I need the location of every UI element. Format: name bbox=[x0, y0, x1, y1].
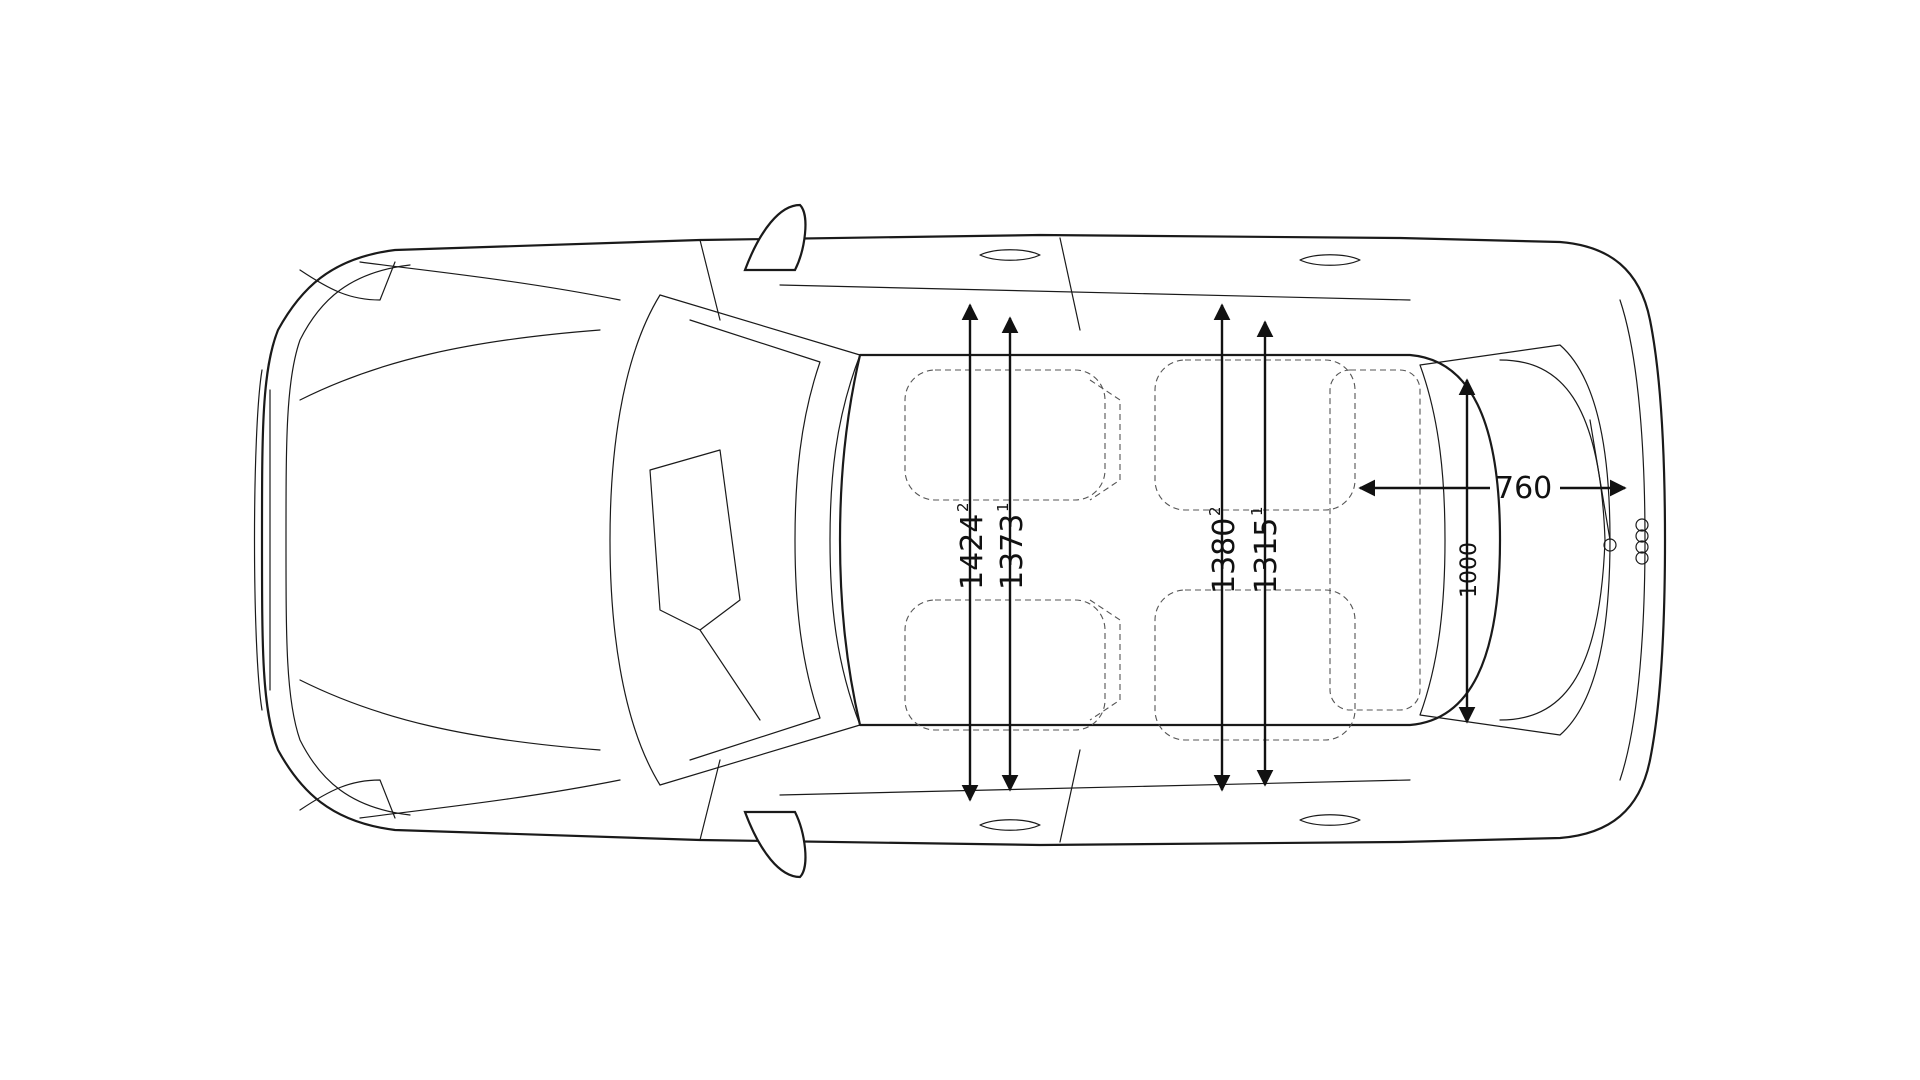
svg-text:1373: 1373 bbox=[995, 514, 1030, 590]
svg-text:2: 2 bbox=[1206, 506, 1224, 516]
svg-text:760: 760 bbox=[1495, 471, 1552, 506]
dimension-760-label: 760 bbox=[1495, 471, 1552, 506]
svg-text:1380: 1380 bbox=[1207, 518, 1242, 594]
right-mirror-bottom bbox=[743, 810, 807, 879]
dimension-1000-label: 1000 bbox=[1457, 542, 1482, 598]
svg-text:1424: 1424 bbox=[955, 514, 990, 590]
car-body bbox=[253, 233, 1667, 847]
svg-text:1: 1 bbox=[1248, 506, 1266, 516]
dimension-1424-label: 1424 2 bbox=[954, 502, 990, 590]
svg-text:1315: 1315 bbox=[1249, 518, 1284, 594]
dimension-1315-label: 1315 1 bbox=[1248, 506, 1284, 594]
svg-text:1: 1 bbox=[994, 502, 1012, 512]
dimension-1373-label: 1373 1 bbox=[994, 502, 1030, 590]
dimension-lines bbox=[961, 303, 1627, 802]
left-mirror-top bbox=[743, 203, 807, 272]
dimension-1380-label: 1380 2 bbox=[1206, 506, 1242, 594]
svg-text:2: 2 bbox=[954, 502, 972, 512]
brand-logo-rings bbox=[1635, 518, 1649, 565]
svg-text:1000: 1000 bbox=[1457, 542, 1482, 598]
